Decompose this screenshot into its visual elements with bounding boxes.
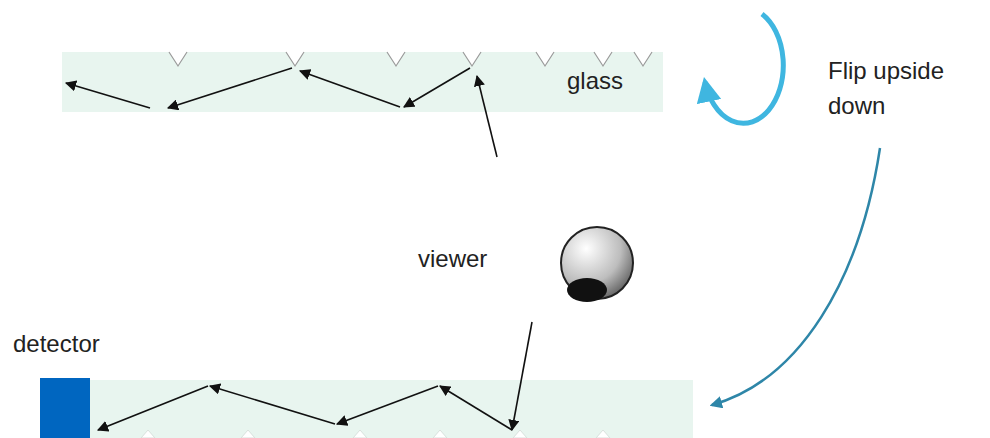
- flip-arrow: [705, 14, 783, 123]
- surface-bump: [241, 430, 255, 438]
- surface-bump: [596, 430, 610, 438]
- light-ray: [98, 322, 532, 430]
- detector: detector: [40, 378, 90, 438]
- eye: [561, 227, 633, 302]
- glass-slab: [90, 380, 693, 438]
- surface-bump: [353, 430, 367, 438]
- node-label: detector: [13, 327, 100, 362]
- surface-bump: [433, 430, 447, 438]
- flip-arrow: [712, 148, 880, 405]
- viewer-label: viewer: [418, 242, 487, 277]
- flip-label: Flip upside down: [828, 54, 978, 124]
- surface-bump: [513, 430, 527, 438]
- node-label: glass: [567, 64, 623, 99]
- glass-slab: glass: [62, 52, 663, 112]
- surface-bump: [141, 430, 155, 438]
